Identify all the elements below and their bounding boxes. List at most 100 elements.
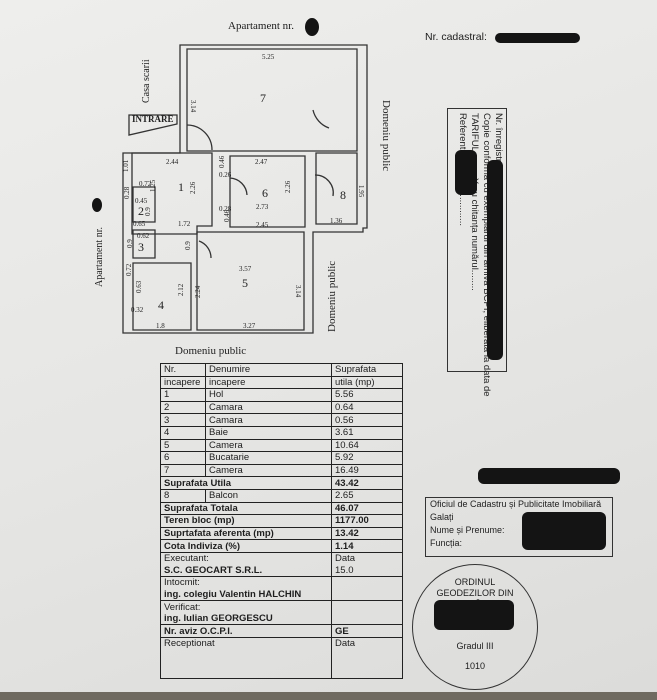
table-cell: Bucatarie (205, 451, 332, 465)
table-cell: 0.64 (331, 400, 403, 415)
room-number: 4 (158, 298, 164, 312)
side-apartment-label: Apartament nr. (94, 227, 105, 287)
dimension: 0.26 (219, 171, 232, 179)
dimension: 3.57 (239, 265, 252, 273)
table-cell: Nr. aviz O.C.P.I. (160, 624, 332, 639)
table-cell: Hol (205, 388, 332, 402)
redaction (92, 198, 102, 212)
redaction (487, 160, 503, 360)
table-cell: Suprtafata aferenta (mp) (160, 526, 332, 541)
table-cell: utila (mp) (331, 375, 403, 390)
room-number: 5 (242, 276, 248, 290)
dimension: 0.28 (123, 186, 131, 199)
table-cell: 1 (160, 388, 206, 402)
stamp-line: TARIFUL ........ X cu chitanța numărul..… (469, 113, 480, 291)
table-cell (331, 588, 403, 602)
cadastral-label: Nr. cadastral: (425, 31, 487, 43)
public-domain-label: Domeniu public (380, 100, 392, 171)
table-cell (331, 600, 403, 613)
table-cell: 4 (160, 425, 206, 440)
table-cell: 16.49 (331, 463, 403, 478)
redaction (522, 512, 606, 550)
table-cell: 5.92 (331, 451, 403, 465)
table-cell: Data (331, 637, 403, 680)
dimension: 0.63 (135, 280, 143, 293)
room-number: 7 (260, 91, 266, 105)
table-cell: 5 (160, 438, 206, 453)
table-cell: 46.07 (331, 501, 403, 516)
table-cell: incapere (205, 375, 332, 390)
dimension: 0.46 (223, 209, 231, 222)
public-domain-label: Domeniu public (326, 261, 338, 332)
seal-grade: Gradul III (456, 641, 494, 651)
table-cell: Verificat: (160, 600, 332, 613)
table-cell: 15.0 (331, 564, 403, 578)
room-number: 3 (138, 240, 144, 254)
redaction (495, 33, 580, 43)
table-cell: Nr. (160, 363, 206, 377)
table-cell: Receptionat (160, 637, 332, 680)
public-domain-label: Domeniu public (175, 345, 246, 357)
redaction (455, 150, 477, 195)
table-cell: Denumire (205, 363, 332, 377)
table-cell: Balcon (205, 488, 332, 503)
table-cell: 2 (160, 400, 206, 415)
room-number: 1 (178, 180, 184, 194)
ocpi-box: Oficiul de Cadastru și Publicitate Imobi… (425, 497, 613, 557)
entrance-label: INTRARE (132, 114, 174, 124)
dimension: 0.65 (133, 220, 146, 228)
table-cell (331, 576, 403, 589)
dimension: 0.9 (184, 241, 192, 250)
dimension: 1.95 (357, 185, 365, 198)
table-cell: Suprafata Utila (160, 476, 332, 490)
table-cell: 1.14 (331, 539, 403, 553)
dimension: 3.14 (189, 100, 197, 113)
table-cell: 8 (160, 488, 206, 503)
dimension: 1.8 (156, 322, 165, 330)
table-cell: Camera (205, 463, 332, 478)
room-number: 2 (138, 204, 144, 218)
table-cell: Executant: (160, 551, 332, 565)
dimension: 2.73 (256, 203, 269, 211)
dimension: 0.28 (219, 205, 232, 213)
dimension: 0.45 (135, 197, 148, 205)
dimension: 3.27 (243, 322, 256, 330)
table-cell: Intocmit: (160, 576, 332, 589)
dimension: 2.47 (255, 158, 268, 166)
dimension: 0.9 (144, 207, 152, 216)
room-number: 8 (340, 188, 346, 202)
table-cell: GE (331, 624, 403, 639)
dimension: 1.72 (178, 220, 191, 228)
table-cell: ing. Iulian GEORGESCU (160, 612, 332, 626)
dimension: 2.44 (166, 158, 179, 166)
room-number: 6 (262, 186, 268, 200)
table-cell: Suprafata (331, 363, 403, 377)
table-cell: Camera (205, 438, 332, 453)
table-cell: 6 (160, 451, 206, 465)
dimension: 1.25 (149, 179, 157, 192)
table-cell: 10.64 (331, 438, 403, 453)
table-cell: incapere (160, 375, 206, 390)
dimension: 0.32 (131, 306, 144, 314)
table-cell: 1177.00 (331, 514, 403, 528)
dimension: 0.46 (218, 155, 226, 168)
dimension: 0.9 (126, 239, 134, 248)
dimension: 3.14 (294, 285, 302, 298)
dimension: 0.72 (125, 263, 133, 276)
dimension: 5.25 (262, 53, 275, 61)
dimension: 2.45 (256, 221, 269, 229)
table-cell: 7 (160, 463, 206, 478)
dimension: 1.01 (122, 159, 130, 172)
dimension: 1.36 (330, 217, 343, 225)
dimension: 2.12 (177, 283, 185, 296)
stair-label: Casa scarii (141, 59, 152, 103)
dimension: 0.72 (139, 180, 152, 188)
dimension: 2.24 (194, 285, 202, 298)
redaction (305, 18, 319, 36)
table-cell: S.C. GEOCART S.R.L. (160, 564, 332, 578)
